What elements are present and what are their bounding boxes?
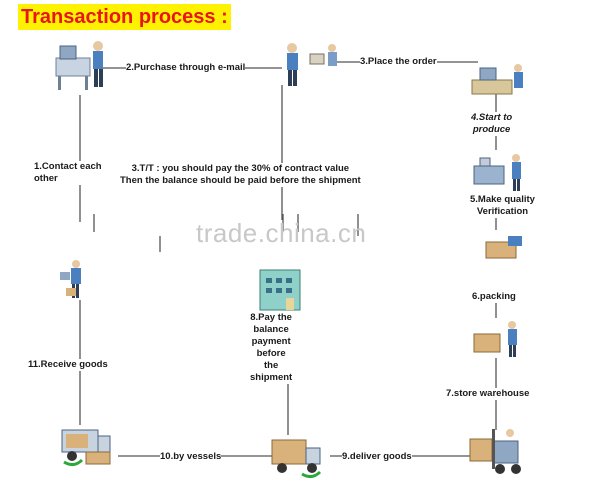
step-3-label: 3.Place the order: [360, 56, 437, 68]
step-10-label: 10.by vessels: [160, 451, 222, 463]
step-8-label: 8.Pay the balance payment before the shi…: [250, 312, 293, 384]
delivery-truck-icon: [271, 439, 322, 479]
watermark: trade.china.cn: [196, 218, 367, 248]
step-5-label: 5.Make quality Verification: [470, 194, 535, 218]
production-icon: [473, 154, 521, 191]
warehouse-worker-icon: [473, 321, 517, 357]
bank-building-icon: [259, 269, 301, 311]
step-1-label: 1.Contact each other: [34, 161, 102, 185]
step-9-label: 9.deliver goods: [342, 451, 412, 463]
step-11-label: 11.Receive goods: [28, 359, 108, 371]
page-title: Transaction process :: [18, 4, 231, 30]
step-3-tt-label: 3.T/T : you should pay the 30% of contra…: [120, 163, 361, 187]
packing-icon: [485, 236, 522, 259]
step-4-label: 4.Start to produce: [471, 112, 513, 136]
receive-goods-icon: [60, 260, 81, 298]
step-7-label: 7.store warehouse: [446, 388, 530, 400]
step-2-label: 2.Purchase through e-mail: [126, 62, 246, 74]
customer-computer-icon: [55, 41, 103, 90]
forklift-icon: [469, 429, 521, 474]
step-6-label: 6.packing: [472, 291, 516, 303]
manager-email-icon: [287, 43, 337, 86]
vessel-truck-icon: [61, 429, 111, 467]
factory-desk-icon: [471, 64, 523, 95]
